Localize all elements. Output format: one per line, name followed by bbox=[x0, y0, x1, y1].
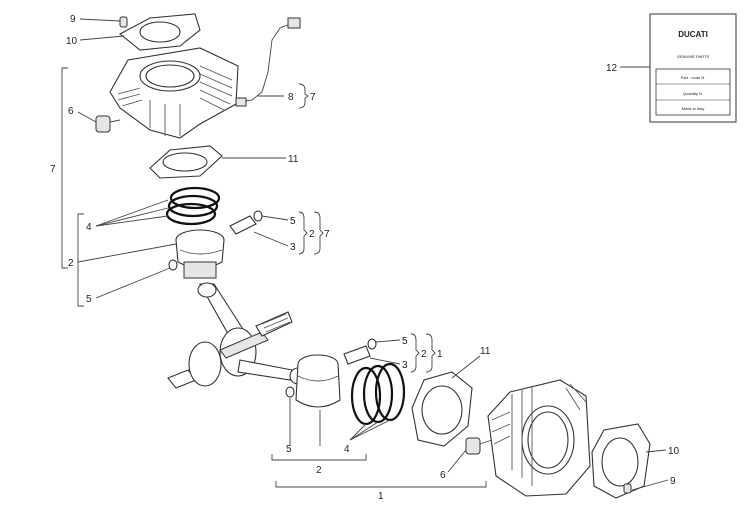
piston-top bbox=[175, 229, 225, 279]
callout-5-bottom: 5 bbox=[286, 444, 292, 455]
callout-9-top: 9 bbox=[70, 14, 76, 25]
head-gasket-bottom bbox=[591, 423, 651, 499]
bracket-left-group-7 bbox=[61, 67, 68, 269]
callout-7-brace-top: 7 bbox=[310, 92, 316, 103]
callout-7-left: 7 bbox=[50, 164, 56, 175]
bracket-bottom-1 bbox=[275, 481, 487, 488]
base-gasket-top bbox=[149, 145, 223, 179]
callout-1-bottom: 1 bbox=[378, 491, 384, 502]
callout-12: 12 bbox=[606, 63, 618, 74]
callout-4-top: 4 bbox=[86, 222, 92, 233]
circlip-left bbox=[168, 259, 178, 271]
callout-1-brace: 1 bbox=[437, 349, 443, 360]
callout-2-brace-bottom: 2 bbox=[421, 349, 427, 360]
callout-2-brace-top: 2 bbox=[309, 229, 315, 240]
brace-pins-top bbox=[298, 211, 324, 255]
card-brand: DUCATI bbox=[678, 30, 708, 39]
bracket-left-group-2 bbox=[77, 213, 84, 307]
callout-5-pin-top: 5 bbox=[290, 216, 296, 227]
callout-11-top: 11 bbox=[288, 154, 299, 165]
piston-pin-bottom bbox=[343, 338, 377, 365]
nut-top bbox=[119, 16, 128, 28]
temperature-sensor-top bbox=[235, 17, 301, 107]
callout-5-left: 5 bbox=[86, 294, 92, 305]
card-subtitle: GENUINE PARTS bbox=[677, 54, 710, 59]
genuine-parts-card: DUCATI GENUINE PARTS Part - code N. Quan… bbox=[649, 13, 737, 123]
stud-top bbox=[95, 115, 121, 133]
callout-8-top: 8 bbox=[288, 92, 294, 103]
callout-4-bottom: 4 bbox=[344, 444, 350, 455]
callout-2-bottom: 2 bbox=[316, 465, 322, 476]
callout-7-brace-mid: 7 bbox=[324, 229, 330, 240]
connecting-rod-bottom bbox=[237, 359, 307, 385]
head-gasket-top bbox=[119, 13, 201, 51]
card-field-made-in: Made in Italy bbox=[682, 106, 705, 111]
piston-pin-top bbox=[229, 210, 263, 235]
stud-bottom bbox=[465, 437, 493, 455]
cylinder-top bbox=[109, 47, 239, 139]
card-field-part-code: Part - code N. bbox=[681, 75, 706, 80]
callout-labels: 9 10 12 6 8 7 7 11 4 5 3 2 7 2 5 5 3 2 1… bbox=[50, 14, 680, 502]
brace-pins-bottom bbox=[410, 333, 436, 373]
piston-bottom bbox=[295, 354, 341, 408]
piston-rings-top bbox=[165, 186, 221, 226]
bracket-bottom-2 bbox=[271, 454, 367, 461]
callout-3-pin-top: 3 bbox=[290, 242, 296, 253]
nut-bottom bbox=[623, 483, 632, 494]
piston-rings-bottom bbox=[350, 362, 406, 426]
base-gasket-bottom bbox=[411, 371, 473, 447]
callout-10-top: 10 bbox=[66, 36, 78, 47]
callout-3-pin-bottom: 3 bbox=[402, 360, 408, 371]
callout-9-bottom: 9 bbox=[670, 476, 676, 487]
callout-6-bottom: 6 bbox=[440, 470, 446, 481]
callout-2-left: 2 bbox=[68, 258, 74, 269]
cylinder-bottom bbox=[487, 379, 591, 497]
callout-10-bottom: 10 bbox=[668, 446, 680, 457]
leader-lines bbox=[77, 18, 669, 491]
callout-5-pin-bottom: 5 bbox=[402, 336, 408, 347]
circlip-bottom bbox=[285, 386, 295, 398]
card-field-quantity: Quantity N. bbox=[683, 91, 703, 96]
brace-top-8-7 bbox=[298, 83, 309, 109]
callout-11-bottom: 11 bbox=[480, 346, 491, 357]
callout-6-top: 6 bbox=[68, 106, 74, 117]
